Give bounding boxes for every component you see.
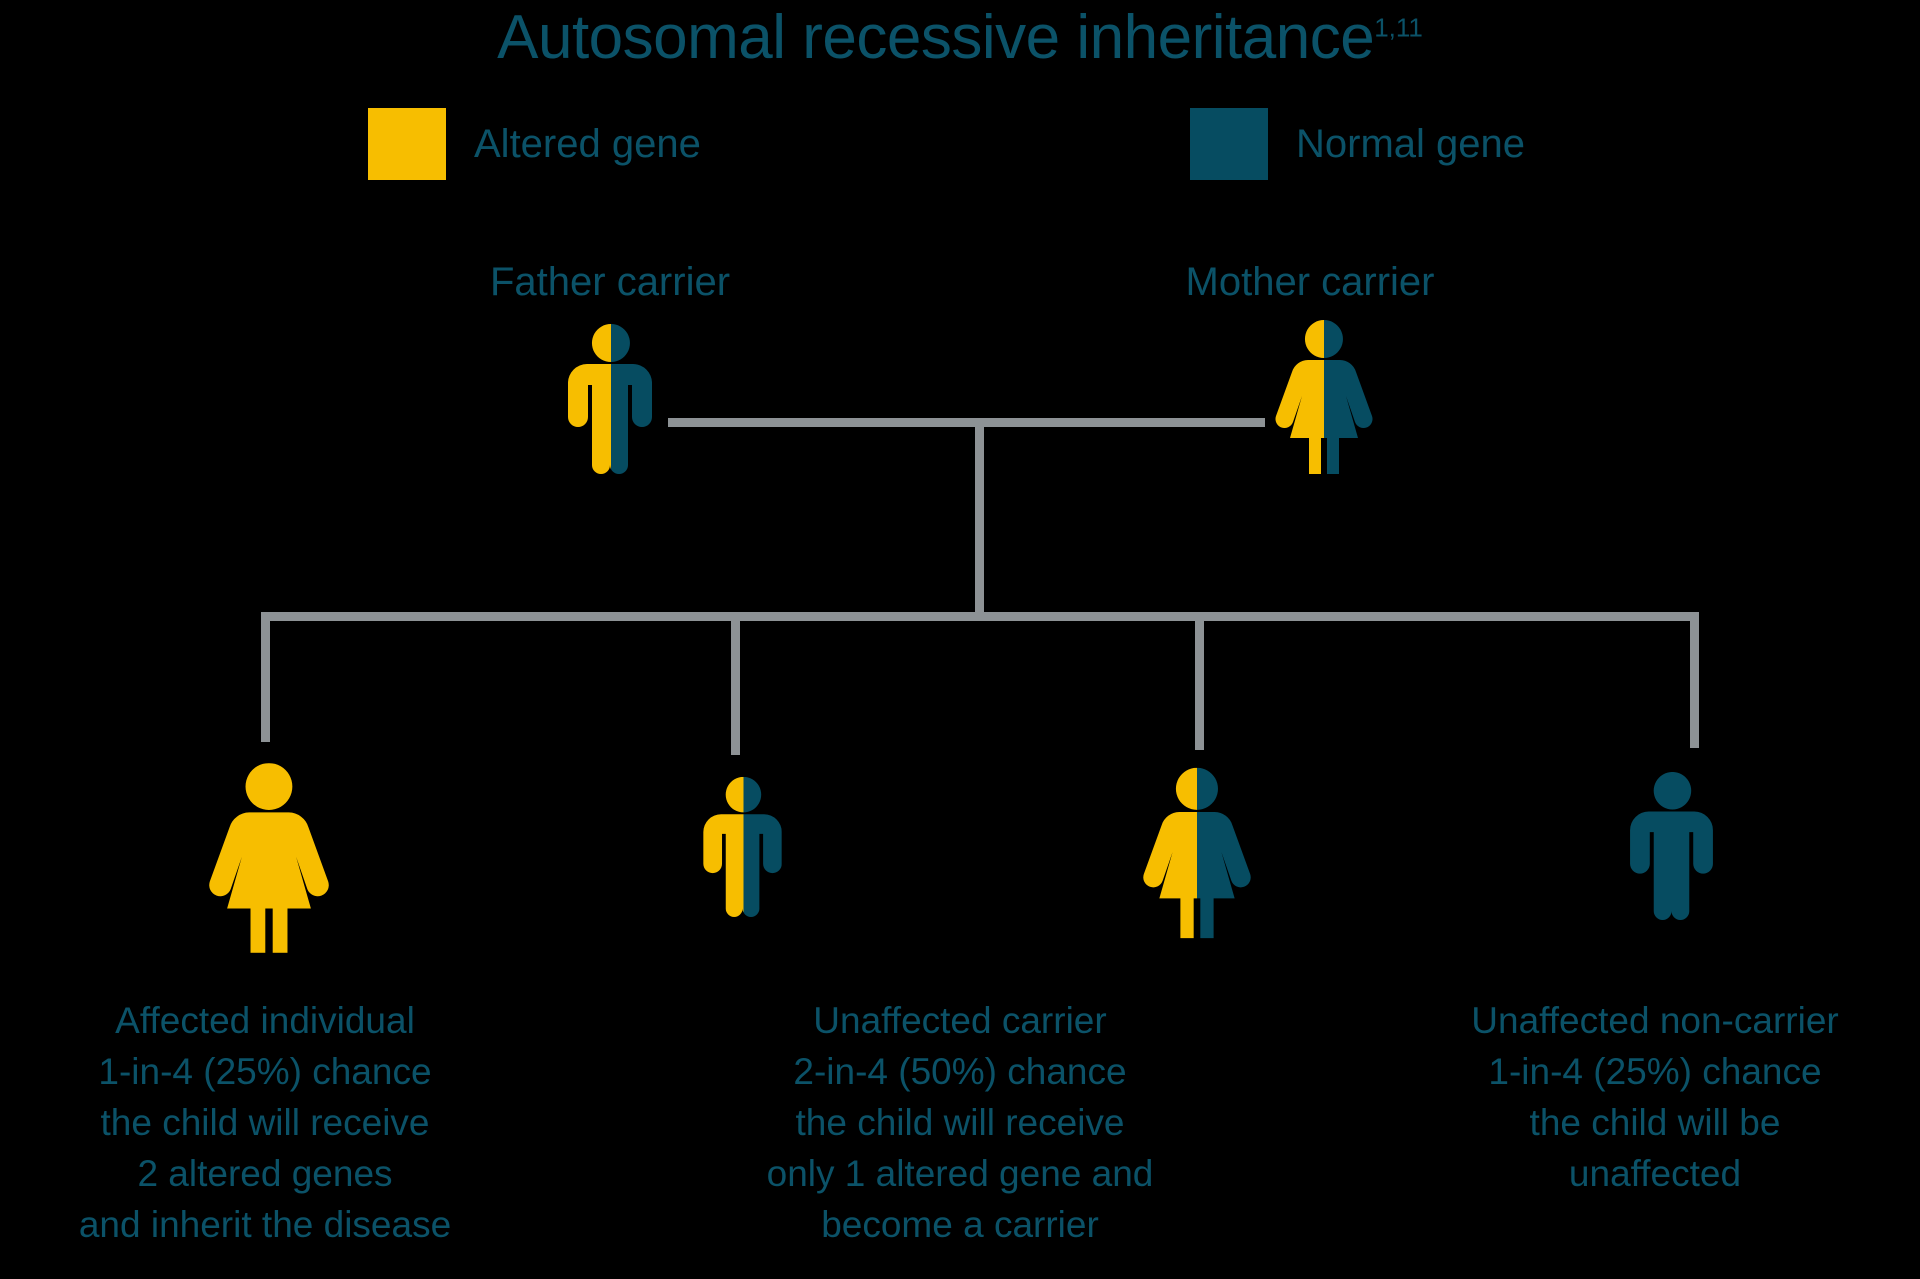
mother-label: Mother carrier <box>1185 260 1435 304</box>
caption-affected-individual: Affected individual 1-in-4 (25%) chance … <box>0 995 530 1250</box>
caption-carrier-line-1: Unaffected carrier <box>813 1000 1107 1041</box>
connector-parents-vertical <box>975 418 984 616</box>
figure-child-unaffected-carrier-male <box>694 775 793 917</box>
connector-sibship-bar <box>261 612 1699 621</box>
caption-affected-line-4: 2 altered genes <box>137 1153 393 1195</box>
figure-father-carrier <box>558 322 664 474</box>
caption-noncarrier-line-2: 1-in-4 (25%) chance <box>1488 1051 1822 1093</box>
caption-affected-line-2: 1-in-4 (25%) chance <box>98 1051 432 1093</box>
caption-affected-line-3: the child will receive <box>100 1102 430 1144</box>
child-1-right-half-altered-gene <box>269 763 329 953</box>
child-1-left-half-altered-gene <box>209 763 269 953</box>
legend-label-altered-gene: Altered gene <box>474 122 701 166</box>
caption-noncarrier-line-3: the child will be <box>1529 1102 1781 1144</box>
legend: Altered gene Normal gene <box>0 108 1920 180</box>
mother-right-half-normal-gene <box>1324 320 1373 474</box>
child-3-left-half-altered-gene <box>1143 767 1197 939</box>
father-right-half-normal-gene <box>611 324 652 474</box>
child-2-right-half-normal-gene <box>743 776 782 917</box>
altered-gene-swatch-icon <box>368 108 446 180</box>
figure-child-unaffected-non-carrier <box>1620 770 1725 920</box>
caption-unaffected-non-carrier: Unaffected non-carrier 1-in-4 (25%) chan… <box>1390 995 1920 1199</box>
page-title-superscript: 1,11 <box>1374 12 1423 43</box>
caption-noncarrier-line-4: unaffected <box>1568 1153 1742 1195</box>
connector-parents-horizontal <box>668 418 1265 427</box>
figure-child-affected-individual <box>200 760 338 956</box>
connector-child-3-drop <box>1195 612 1204 750</box>
legend-item-altered-gene: Altered gene <box>368 108 701 180</box>
child-2-left-half-altered-gene <box>703 776 744 917</box>
connector-child-4-drop <box>1690 612 1699 748</box>
page-title-text: Autosomal recessive inheritance <box>497 3 1375 72</box>
legend-label-normal-gene: Normal gene <box>1296 122 1526 166</box>
caption-carrier-line-5: become a carrier <box>821 1204 1099 1246</box>
father-label: Father carrier <box>489 260 731 304</box>
caption-unaffected-carrier: Unaffected carrier 2-in-4 (50%) chance t… <box>695 995 1225 1250</box>
page-title: Autosomal recessive inheritance1,11 <box>0 2 1920 73</box>
child-4-left-half-normal-gene <box>1630 771 1673 920</box>
normal-gene-swatch-icon <box>1190 108 1268 180</box>
mother-left-half-altered-gene <box>1275 320 1324 474</box>
caption-carrier-line-4: only 1 altered gene and <box>766 1153 1154 1195</box>
child-4-right-half-normal-gene <box>1672 771 1713 920</box>
caption-affected-line-1: Affected individual <box>115 1000 415 1041</box>
caption-affected-line-5: and inherit the disease <box>78 1204 452 1246</box>
caption-noncarrier-line-1: Unaffected non-carrier <box>1471 1000 1839 1041</box>
legend-item-normal-gene: Normal gene <box>1190 108 1525 180</box>
caption-carrier-line-2: 2-in-4 (50%) chance <box>793 1051 1127 1093</box>
father-left-half-altered-gene <box>567 324 611 474</box>
figure-child-unaffected-carrier-female <box>1135 765 1259 941</box>
caption-carrier-line-3: the child will receive <box>795 1102 1125 1144</box>
connector-child-2-drop <box>731 612 740 755</box>
connector-child-1-drop <box>261 612 270 742</box>
figure-mother-carrier <box>1268 318 1380 476</box>
child-3-right-half-normal-gene <box>1197 767 1251 939</box>
